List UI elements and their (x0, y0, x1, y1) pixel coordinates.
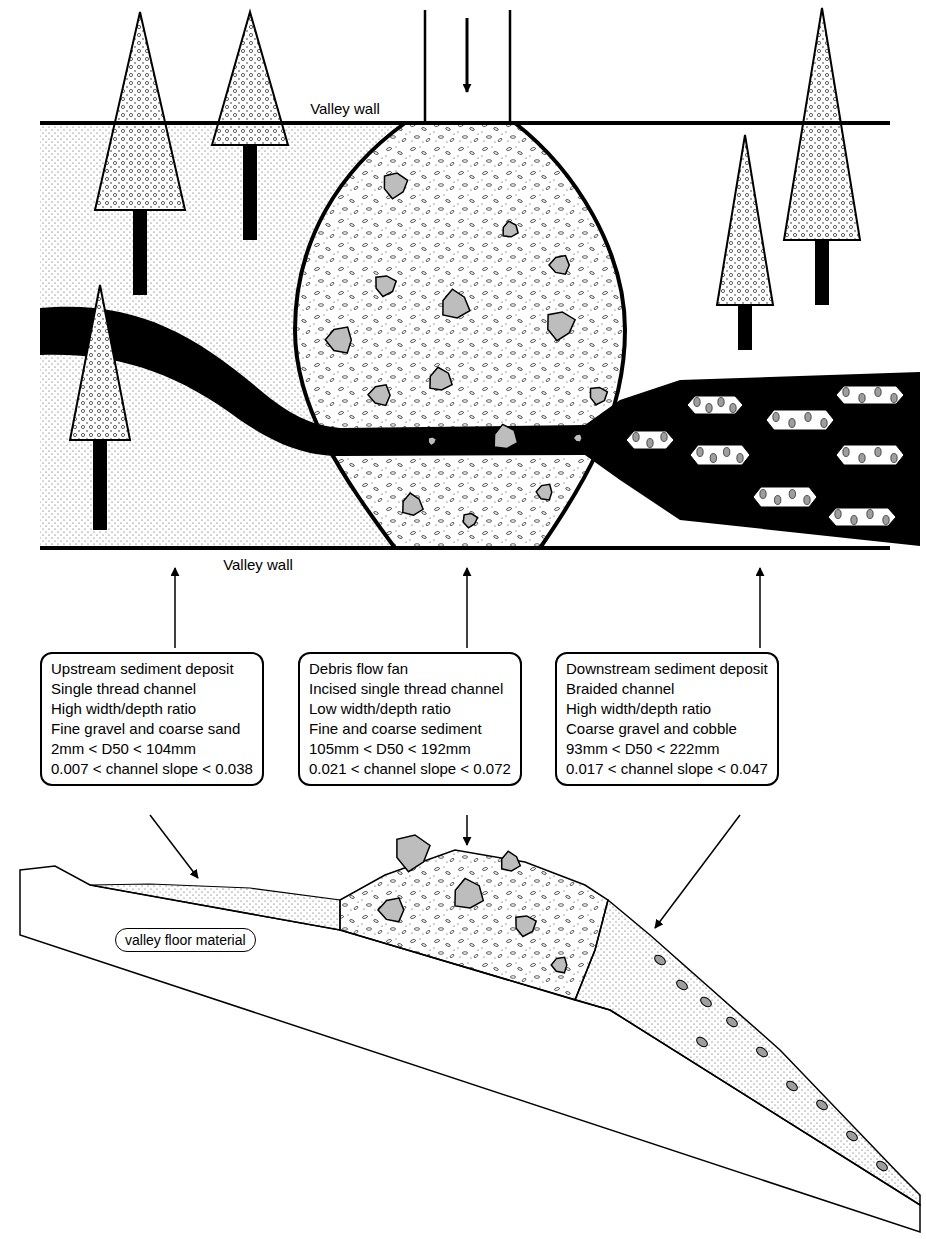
leader-arrow (466, 815, 468, 845)
flow-arrow (466, 18, 469, 92)
braid-bars (626, 386, 904, 526)
boulder (397, 835, 430, 872)
boulder (376, 276, 396, 297)
boulder (325, 327, 351, 353)
valley-wall (40, 121, 425, 125)
material-label-box: valley floor material (115, 928, 256, 952)
boulders (325, 173, 607, 528)
box-text: 93mm < D50 < 222mm (566, 739, 768, 759)
boulder (384, 173, 407, 199)
tributary-wall (424, 10, 427, 123)
boulder (403, 493, 423, 515)
box-text: 0.017 < channel slope < 0.047 (566, 759, 768, 779)
section-boulders (378, 835, 567, 973)
tributary-wall (509, 10, 512, 123)
braid-bar (836, 445, 904, 465)
tree (70, 285, 130, 530)
box-text: Single thread channel (51, 679, 253, 699)
cobble (845, 1129, 859, 1142)
box-text: Low width/depth ratio (309, 699, 511, 719)
callout-box: Upstream sediment depositSingle thread c… (40, 652, 264, 786)
trees (70, 8, 860, 530)
downstream-deposit-section (575, 900, 920, 1205)
boulder (502, 851, 521, 871)
leader-arrow (174, 568, 176, 648)
box-text: Braided channel (566, 679, 768, 699)
valley-wall (40, 546, 890, 550)
channel (40, 307, 920, 546)
leader-arrow (150, 815, 198, 878)
braid-bar (836, 386, 904, 404)
boulder (455, 878, 483, 908)
leader-arrow (466, 568, 468, 648)
cobble (725, 1015, 739, 1028)
cobble (695, 1035, 709, 1048)
tree (212, 12, 288, 240)
boulder (549, 256, 569, 275)
braid-bar (766, 410, 834, 430)
boulder (573, 434, 582, 443)
wall-label: Valley wall (220, 556, 296, 574)
box-text: High width/depth ratio (566, 699, 768, 719)
box-heading: Debris flow fan (309, 659, 511, 679)
cobble (785, 1079, 799, 1092)
leader-arrow (655, 815, 740, 928)
tree (95, 12, 185, 295)
box-text: 0.007 < channel slope < 0.038 (51, 759, 253, 779)
boulder (536, 484, 552, 500)
box-heading: Downstream sediment deposit (566, 659, 768, 679)
box-text: Coarse gravel and cobble (566, 719, 768, 739)
cobble (653, 953, 667, 966)
valley-wall (510, 121, 890, 125)
callout-box: Debris flow fanIncised single thread cha… (298, 652, 522, 786)
box-text: valley floor material (125, 931, 246, 949)
fan-ground (295, 123, 625, 548)
boulder (463, 514, 477, 528)
boulder (548, 312, 575, 341)
braid-bar (828, 508, 896, 526)
box-text: 2mm < D50 < 104mm (51, 739, 253, 759)
boulder (430, 367, 452, 390)
braid-bar (687, 396, 743, 414)
boulder (368, 385, 390, 406)
boulder (378, 898, 404, 922)
tree (784, 8, 860, 305)
braid-bar (753, 487, 817, 507)
boulder (551, 957, 567, 973)
cobble (815, 1098, 829, 1111)
boulder (494, 424, 517, 448)
cobble (699, 995, 713, 1008)
tree (717, 135, 773, 350)
wall-label: Valley wall (307, 100, 383, 118)
box-text: Fine gravel and coarse sand (51, 719, 253, 739)
cobble (675, 978, 689, 991)
box-text: Fine and coarse sediment (309, 719, 511, 739)
boulder (516, 916, 536, 937)
cobble (875, 1159, 889, 1172)
box-text: Incised single thread channel (309, 679, 511, 699)
boulder (591, 387, 608, 404)
box-text: 105mm < D50 < 192mm (309, 739, 511, 759)
boulder (443, 289, 470, 318)
box-heading: Upstream sediment deposit (51, 659, 253, 679)
debris-fan-section (340, 850, 608, 1000)
channel-boulders (428, 424, 582, 448)
braid-bar (690, 445, 750, 465)
boulder (503, 221, 518, 237)
box-text: High width/depth ratio (51, 699, 253, 719)
cobbles (653, 953, 889, 1172)
braid-bar (626, 431, 674, 449)
debris-fan (295, 123, 625, 548)
boulder (428, 437, 436, 446)
upstream-deposit-section (90, 884, 340, 930)
leader-arrow (759, 568, 761, 648)
box-text: 0.021 < channel slope < 0.072 (309, 759, 511, 779)
cobble (755, 1045, 769, 1058)
callout-box: Downstream sediment depositBraided chann… (555, 652, 779, 786)
